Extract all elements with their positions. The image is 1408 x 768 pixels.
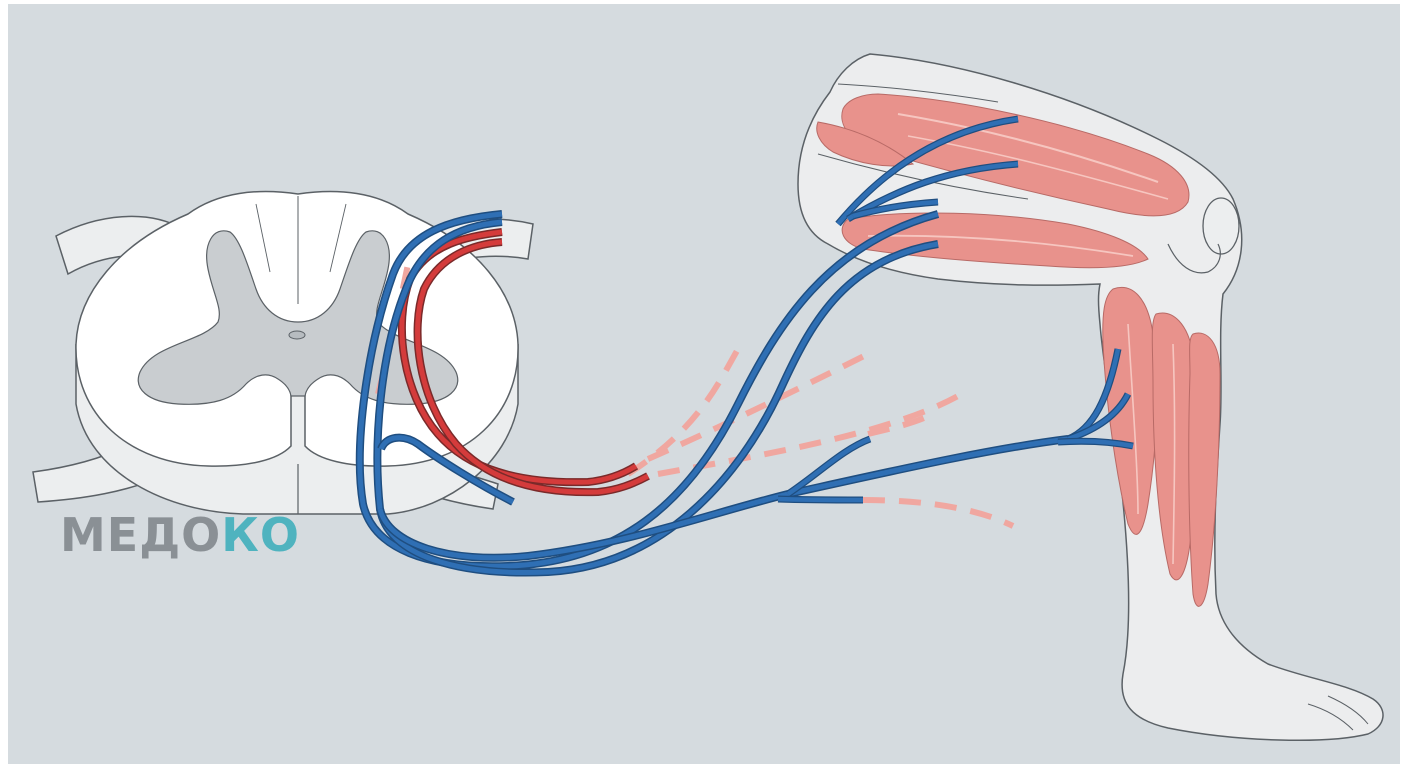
efferent-nerve-interneuron-inner xyxy=(378,435,515,505)
efferent-branch-short-1-inner xyxy=(786,436,871,496)
central-canal xyxy=(288,330,306,340)
reflex-arc-illustration xyxy=(32,53,1384,741)
efferent-branch-short-2-inner xyxy=(777,496,864,503)
thigh-upper-muscle-stripe xyxy=(897,113,1159,183)
dorsal-sulcus-left xyxy=(255,203,271,273)
dorsal-sulcus-right xyxy=(329,203,347,273)
leg xyxy=(797,53,1384,741)
efferent-branch-calf-2-inner xyxy=(1067,392,1131,442)
watermark-logo: МЕДОКО xyxy=(60,512,300,558)
knee-joint xyxy=(1167,243,1221,274)
faded-path-3 xyxy=(646,351,870,462)
faded-path-6 xyxy=(862,497,1015,529)
thigh-lower-muscle-stripe xyxy=(867,234,1134,257)
patella xyxy=(1202,197,1240,255)
efferent-nerves xyxy=(355,115,1134,577)
calf-muscle-back xyxy=(1102,287,1158,535)
efferent-branch-calf-3-inner xyxy=(1057,438,1134,449)
efferent-branch-thigh-3-inner xyxy=(852,199,939,219)
thigh-front-muscle xyxy=(816,121,915,167)
anatomy-diagram: МЕДОКО xyxy=(8,4,1400,764)
watermark-text-part2: КО xyxy=(221,508,300,562)
faded-path-2 xyxy=(626,347,741,477)
toes xyxy=(1307,695,1369,731)
watermark-text-part1: МЕДО xyxy=(60,508,222,562)
afferent-nerve-2-inner xyxy=(415,239,650,495)
thigh-upper-muscle xyxy=(841,93,1190,217)
calf-muscle-stripe xyxy=(1127,323,1139,515)
thigh-contour-2 xyxy=(837,83,999,103)
efferent-branch-thigh-2-inner xyxy=(846,161,1019,221)
efferent-nerve-calf-inner xyxy=(377,436,1069,561)
faded-path-5 xyxy=(867,411,935,437)
grey-matter xyxy=(137,230,459,405)
calf-muscle-front xyxy=(1188,332,1221,607)
calf-muscle-stripe-2 xyxy=(1172,343,1176,565)
efferent-branch-thigh-1-inner xyxy=(836,116,1019,226)
efferent-nerve-second-inner xyxy=(374,219,939,575)
